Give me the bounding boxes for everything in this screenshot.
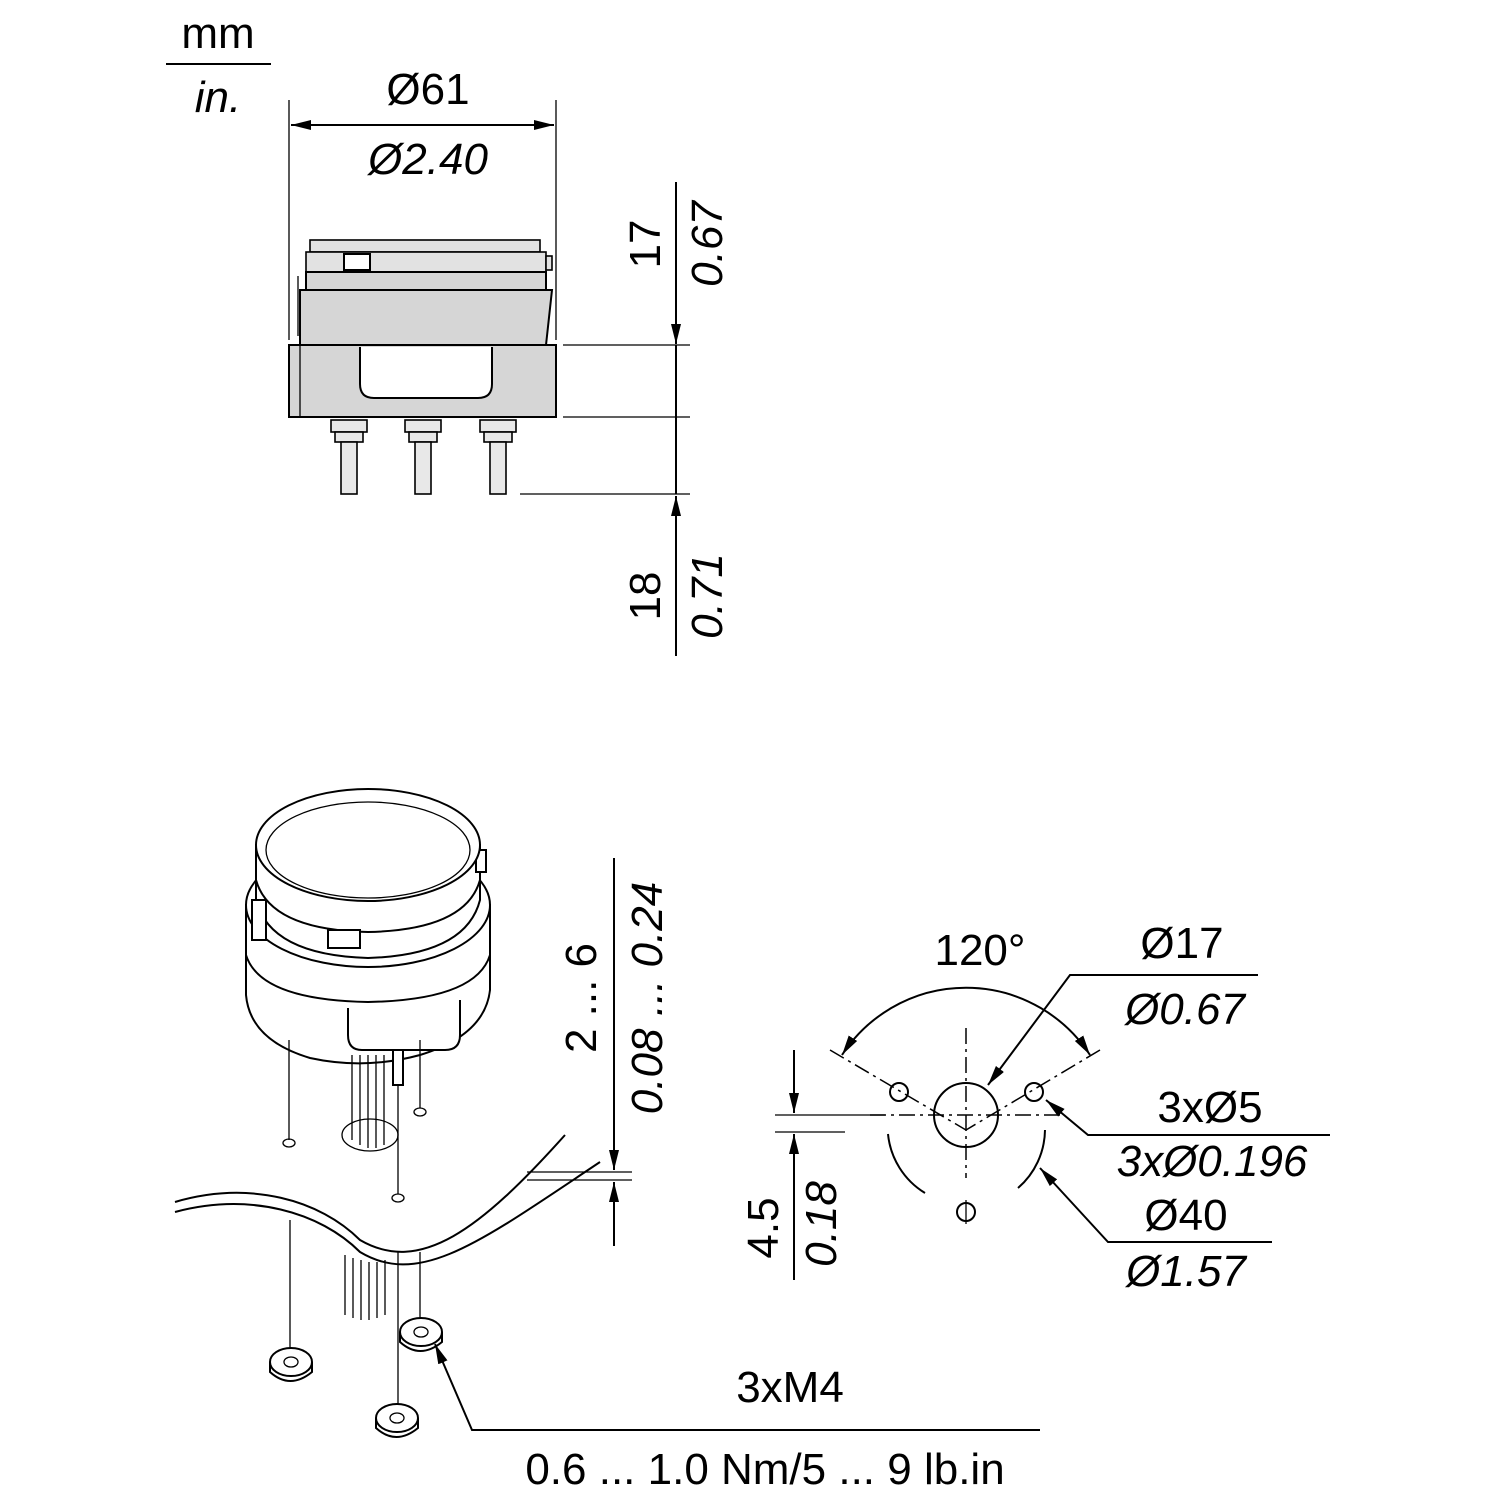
panel-hole-2 [413, 1107, 427, 1117]
angle-line-right [965, 1049, 1101, 1131]
panel-edge-bottom [174, 1161, 601, 1266]
angle-dimension-arc [841, 986, 1091, 1056]
terminal-pin-3 [489, 441, 507, 495]
pitch-circle-mm: Ø40 [1144, 1191, 1227, 1240]
torque-label: 0.6 ... 1.0 Nm/5 ... 9 lb.in [525, 1445, 1004, 1494]
small-holes-leader [1045, 1099, 1330, 1136]
base-window [359, 347, 493, 399]
panel-center-hole [341, 1118, 399, 1152]
cable-below-panel [344, 1255, 386, 1320]
terminal-washer-3 [483, 431, 513, 443]
unit-in-label: in. [195, 73, 241, 122]
pitch-circle-arc-right [1017, 1129, 1046, 1189]
terminals [330, 419, 517, 495]
iso-pin [392, 1049, 404, 1086]
height-lower-in: 0.71 [683, 553, 732, 639]
panel-hole-1 [282, 1138, 296, 1148]
height-upper-in: 0.67 [683, 200, 732, 287]
lens-inner [265, 801, 471, 899]
nut-1-top [269, 1347, 313, 1377]
pitch-circle-leader [1039, 1167, 1272, 1243]
offset-in: 0.18 [797, 1181, 846, 1267]
terminal-pin-1 [340, 441, 358, 495]
upper-ring [305, 251, 547, 273]
panel-hole-3 [391, 1193, 405, 1203]
screws-label: 3xM4 [736, 1363, 844, 1412]
pitch-circle-arc-left [887, 1133, 926, 1194]
nut-2-top [399, 1317, 443, 1347]
terminal-pin-2 [414, 441, 432, 495]
side-view: Ø61 Ø2.40 17 [288, 65, 732, 656]
unit-mm-label: mm [181, 9, 254, 58]
center-hole-mm: Ø17 [1140, 919, 1223, 968]
offset-mm: 4.5 [739, 1197, 788, 1258]
center-hole-in: Ø0.67 [1123, 985, 1246, 1034]
lens-rim [309, 239, 541, 253]
nut-3-top [375, 1403, 419, 1433]
pitch-circle-in: Ø1.57 [1124, 1247, 1247, 1296]
nut-3 [375, 1403, 419, 1438]
terminal-nut-1 [330, 419, 368, 433]
head-side-clip [251, 899, 267, 941]
center-hole-leader [987, 974, 1258, 1086]
thickness-mm: 2 ... 6 [557, 943, 606, 1053]
nut-3-bore [389, 1412, 405, 1424]
angle-label: 120° [934, 926, 1025, 975]
mounting-view: 3xM4 0.6 ... 1.0 Nm/5 ... 9 lb.in 2 ... … [174, 788, 1040, 1494]
nut-1-bore [283, 1356, 299, 1368]
small-holes-in: 3xØ0.196 [1117, 1137, 1308, 1186]
base-window-iso [347, 1000, 461, 1051]
small-hole-left [889, 1082, 909, 1102]
small-holes-mm: 3xØ5 [1157, 1083, 1262, 1132]
head-lock-tab [327, 929, 361, 949]
height-upper-mm: 17 [621, 220, 670, 269]
collar [299, 289, 554, 346]
height-lower-mm: 18 [621, 572, 670, 621]
side-diameter-mm: Ø61 [386, 65, 469, 114]
nut-2-bore [413, 1326, 429, 1338]
middle-ring [305, 271, 547, 291]
terminal-washer-1 [334, 431, 364, 443]
angle-line-left [829, 1049, 967, 1131]
terminal-nut-2 [404, 419, 442, 433]
side-diameter-in: Ø2.40 [366, 135, 488, 184]
lens-top [255, 788, 481, 902]
hole-pattern: 120° Ø17 Ø0.67 3xØ5 3xØ0.196 Ø40 Ø1.57 4… [739, 919, 1330, 1296]
nut-1 [269, 1347, 313, 1382]
terminal-nut-3 [479, 419, 517, 433]
small-hole-right [1024, 1082, 1044, 1102]
panel-edge-top [174, 1134, 566, 1253]
cable-strands [351, 1055, 385, 1148]
lock-tab [343, 253, 371, 271]
side-clip [545, 255, 553, 271]
units-legend: mm in. [166, 9, 271, 122]
torque-leader [434, 1343, 1040, 1431]
nut-2 [399, 1317, 443, 1352]
base-groove [245, 954, 491, 1004]
terminal-washer-2 [408, 431, 438, 443]
head-groove [255, 879, 481, 934]
thickness-in: 0.08 ... 0.24 [623, 882, 672, 1114]
